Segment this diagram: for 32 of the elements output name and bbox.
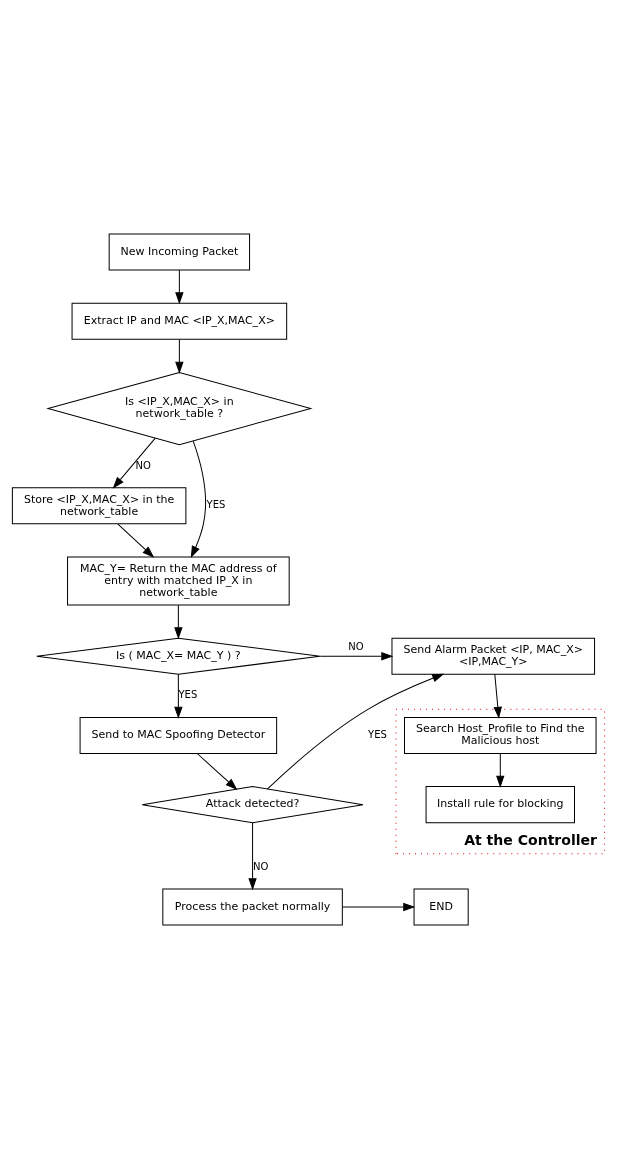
arrow [341,902,415,911]
arrow [117,523,154,557]
node-box: Extract IP and MAC <IP_X,MAC_X> [71,302,288,340]
arrow [113,437,156,488]
arrow [175,269,184,303]
edge-label: YES [206,498,226,510]
node-box: Send Alarm Packet <IP, MAC_X> <IP,MAC_Y> [391,637,596,675]
node-box: New Incoming Packet [108,233,251,271]
arrow [319,651,393,660]
edge-label: NO [135,459,151,471]
node-box: Send to MAC Spoofing Detector [79,716,278,754]
arrow [190,440,206,557]
node-diamond: Is ( MAC_X= MAC_Y ) ? [36,637,321,675]
arrow [175,338,184,373]
edge-label: YES [368,728,387,740]
arrow [197,752,237,789]
arrow [496,752,505,787]
arrow [267,673,444,789]
node-box: Search Host_Profile to Find the Malicious host [404,716,597,754]
node-box: Install rule for blocking [425,785,575,823]
arrow [248,822,257,889]
arrow [493,673,502,718]
node-box: END [413,887,469,925]
arrow [174,604,183,638]
edge-label: NO [348,640,364,652]
node-box: Process the packet normally [162,887,343,925]
node-box: Store <IP_X,MAC_X> in the network_table [11,486,187,524]
edge-label: NO [252,860,269,872]
node-diamond: Is <IP_X,MAC_X> in network_table ? [47,371,312,445]
node-diamond: Attack detected? [141,785,364,823]
node-box: MAC_Y= Return the MAC address of entry with matched IP_X in network_table [67,555,290,606]
arrow [174,673,183,718]
